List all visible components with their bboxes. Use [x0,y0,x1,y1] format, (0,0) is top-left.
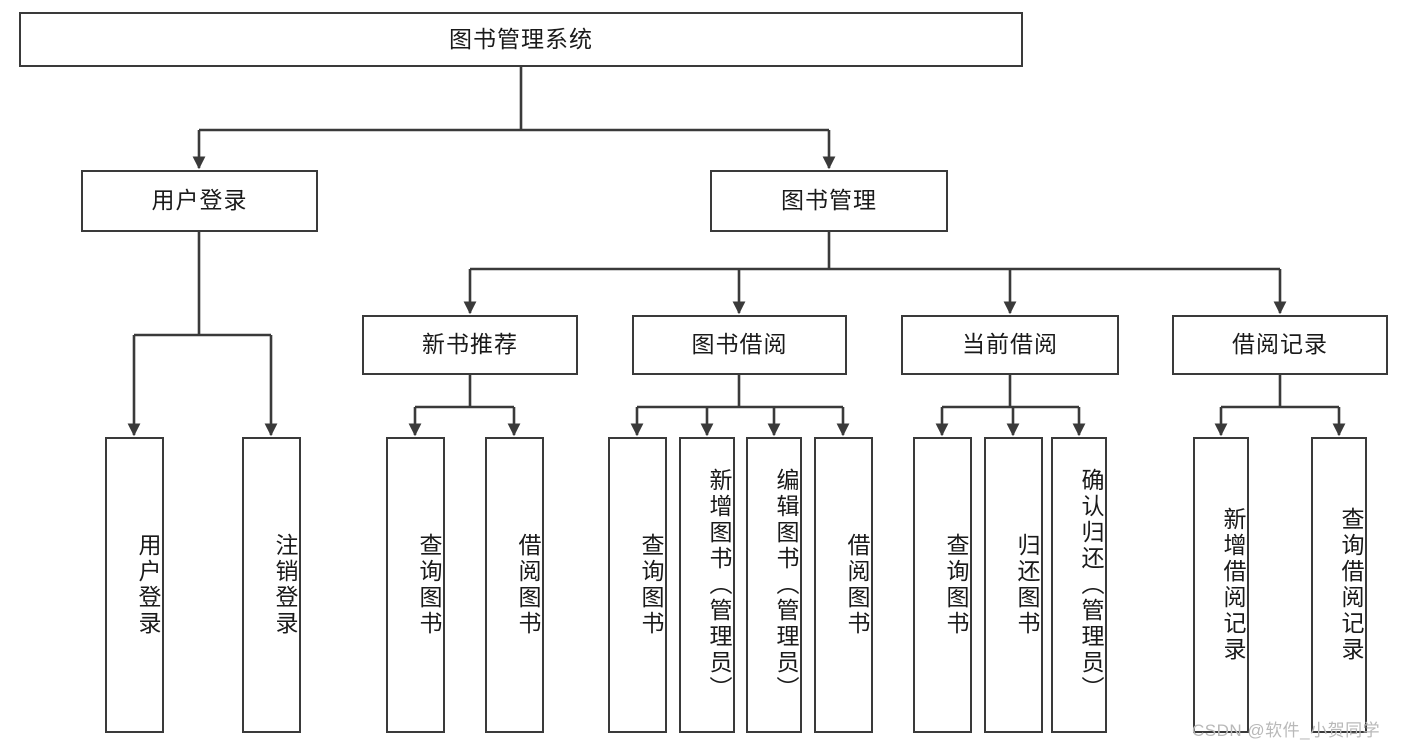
leaf-query-book-3[interactable]: 查询图书 [913,437,972,733]
leaf-logout-login[interactable]: 注销登录 [242,437,301,733]
leaf-user-login[interactable]: 用户登录 [105,437,164,733]
csdn-watermark: CSDN @软件_小贺同学 [1192,721,1381,740]
leaf-query-book-2[interactable]: 查询图书 [608,437,667,733]
node-user-login[interactable]: 用户登录 [81,170,318,232]
node-current-borrow[interactable]: 当前借阅 [901,315,1119,375]
node-root[interactable]: 图书管理系统 [19,12,1023,67]
leaf-return-book[interactable]: 归还图书 [984,437,1043,733]
node-book-manage[interactable]: 图书管理 [710,170,948,232]
leaf-add-borrow-record[interactable]: 新增借阅记录 [1193,437,1249,733]
node-book-borrow[interactable]: 图书借阅 [632,315,847,375]
leaf-edit-book[interactable]: 编辑图书（管理员） [746,437,802,733]
leaf-add-book[interactable]: 新增图书（管理员） [679,437,735,733]
leaf-borrow-book-1[interactable]: 借阅图书 [485,437,544,733]
leaf-query-borrow-record[interactable]: 查询借阅记录 [1311,437,1367,733]
node-borrow-record[interactable]: 借阅记录 [1172,315,1388,375]
node-new-book-recommend[interactable]: 新书推荐 [362,315,578,375]
leaf-borrow-book-2[interactable]: 借阅图书 [814,437,873,733]
leaf-confirm-return[interactable]: 确认归还（管理员） [1051,437,1107,733]
leaf-query-book-1[interactable]: 查询图书 [386,437,445,733]
